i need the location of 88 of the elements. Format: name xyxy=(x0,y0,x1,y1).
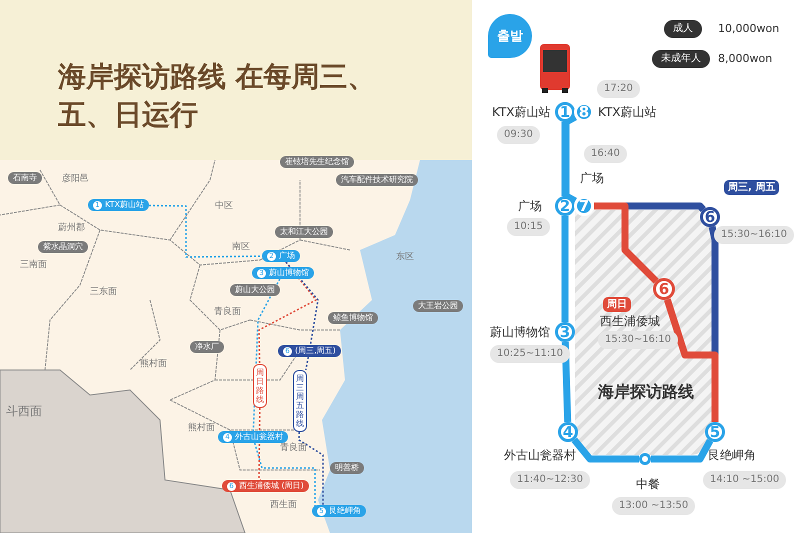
time-badge: 09:30 xyxy=(497,126,540,144)
stop-name: 中餐 xyxy=(636,476,660,493)
route-title: 海岸探访路线 xyxy=(598,382,694,403)
pin-label: 广场 xyxy=(279,250,295,262)
stop-name: 蔚山博物馆 xyxy=(490,324,550,341)
time-badge: 10:15 xyxy=(507,218,550,236)
time-badge: 17:20 xyxy=(597,80,640,98)
time-badge: 15:30~16:10 xyxy=(714,226,794,244)
area-name: 西生面 xyxy=(270,498,297,511)
stop-name: KTX蔚山站 xyxy=(492,104,550,121)
stop-name: 艮绝岬角 xyxy=(708,447,756,464)
map-pin xyxy=(88,199,149,211)
time-badge: 10:25~11:10 xyxy=(490,345,570,363)
stop-name: 广场 xyxy=(518,198,542,215)
stop-marker: 5 xyxy=(705,422,725,442)
route-tag: 周日路线 xyxy=(253,364,267,408)
price-text: 8,000won xyxy=(718,51,772,67)
map-pin: 鲸鱼博物馆 xyxy=(328,312,378,324)
day-badge: 周三, 周五 xyxy=(724,180,780,195)
map-pin: 紫水晶洞穴 xyxy=(38,241,88,253)
route-line xyxy=(651,439,714,462)
route-line xyxy=(258,408,262,480)
map-pin: 明善桥 xyxy=(330,462,364,474)
day-badge: 周日 xyxy=(603,297,631,312)
map-pin: 太和江大公园 xyxy=(275,226,333,238)
area-name: 东区 xyxy=(396,250,414,263)
map-pin: 崔铉培先生纪念馆 xyxy=(280,156,354,168)
stop-marker: 1 xyxy=(555,102,575,122)
title: 海岸探访路线 在每周三、五、日运行 xyxy=(58,59,377,133)
route-line xyxy=(572,438,639,462)
stop-name: 西生浦倭城 xyxy=(600,313,660,330)
route-line xyxy=(594,202,659,284)
stop-name: KTX蔚山站 xyxy=(598,104,656,121)
map-pin xyxy=(278,345,341,357)
area-name: 中区 xyxy=(215,200,233,212)
route-line xyxy=(562,216,568,322)
map-pin: 石南寺 xyxy=(8,172,42,184)
area-name: 南区 xyxy=(232,240,250,253)
stop-marker: 7 xyxy=(574,196,594,216)
map-pin xyxy=(252,267,314,279)
price-badge: 成人 xyxy=(664,20,702,38)
area-name: 熊村面 xyxy=(188,422,215,434)
map-pin: 汽车配件技术研究院 xyxy=(336,174,418,186)
pin-label: 艮绝岬角 xyxy=(329,505,361,517)
price-text: 10,000won xyxy=(718,21,780,37)
price-badge: 未成年人 xyxy=(652,50,710,68)
map-pin xyxy=(262,250,300,262)
route-tag: 周三周五路线 xyxy=(293,370,307,432)
time-badge: 16:40 xyxy=(584,145,627,163)
area-name: 青良面 xyxy=(280,442,307,454)
route-line xyxy=(258,262,317,364)
area-name: 彦阳邑 xyxy=(62,172,89,185)
pin-label: 外古山瓮器村 xyxy=(235,431,283,442)
stop-marker: 4 xyxy=(558,422,578,442)
map-pin: 大王岩公园 xyxy=(413,300,463,312)
stop-name: 广场 xyxy=(580,170,604,187)
map-pin: 净水厂 xyxy=(190,341,224,353)
time-badge: 15:30~16:10 xyxy=(598,331,678,349)
area-name: 熊村面 xyxy=(140,358,167,370)
stop-marker: 6 xyxy=(700,207,720,227)
map-pin xyxy=(218,431,288,443)
route-line xyxy=(298,432,324,506)
speech-bubble: 출발 xyxy=(488,14,532,58)
route-line xyxy=(148,204,262,258)
stop-name: 外古山瓮器村 xyxy=(504,447,576,464)
stop-marker: 3 xyxy=(555,322,575,342)
area-name: 三东面 xyxy=(90,286,117,298)
map-pin xyxy=(222,480,309,492)
area-name: 青良面 xyxy=(214,306,241,318)
pin-label: 蔚山博物馆 xyxy=(269,267,309,279)
pin-label: KTX蔚山站 xyxy=(105,199,144,211)
stop-marker: 2 xyxy=(555,196,575,216)
time-badge: 11:40~12:30 xyxy=(510,471,590,489)
area-name: 蔚州郡 xyxy=(58,222,85,234)
time-badge: 14:10 ~15:00 xyxy=(703,471,786,489)
area-name: 三南面 xyxy=(20,258,47,271)
route-line xyxy=(664,298,718,422)
area-name: 斗西面 xyxy=(6,403,42,420)
map-pin xyxy=(312,505,366,517)
stop-dot xyxy=(639,453,651,465)
route-line xyxy=(285,262,319,346)
route-line xyxy=(305,356,310,370)
map-pin: 蔚山大公园 xyxy=(230,284,280,296)
time-badge: 13:00 ~13:50 xyxy=(612,497,696,515)
pin-label: 西生浦倭城 (周日) xyxy=(239,480,304,492)
stop-marker: 8 xyxy=(574,102,594,122)
route-line xyxy=(562,342,572,422)
pin-label: (周三,周五) xyxy=(295,345,336,357)
